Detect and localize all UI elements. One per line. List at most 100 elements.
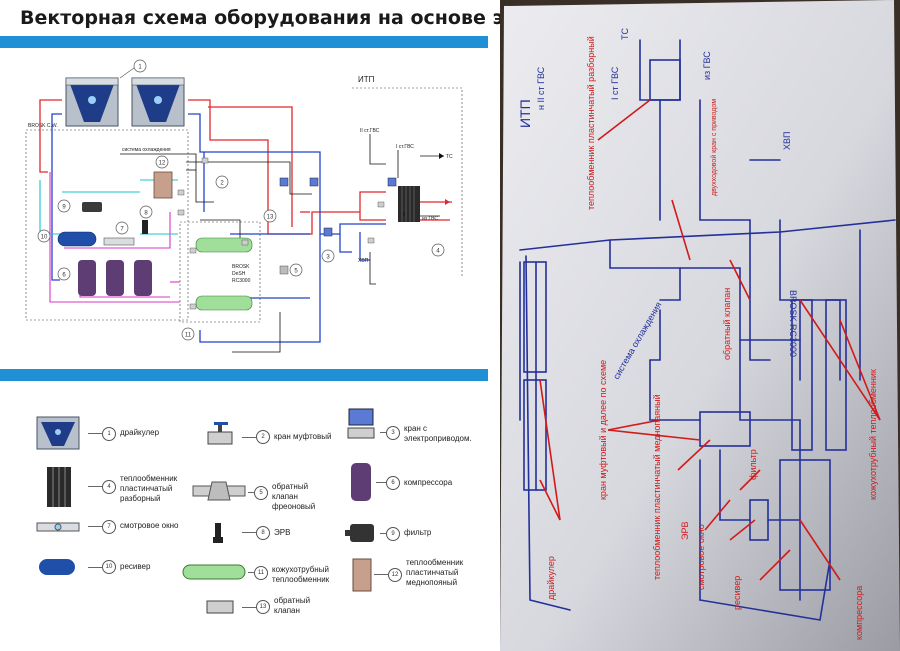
svg-text:из ГВС: из ГВС (702, 51, 712, 80)
compressor-icon (351, 463, 371, 501)
svg-text:ТС: ТС (620, 28, 630, 40)
sight-glass-icon (36, 522, 80, 532)
check-valve-icon (206, 600, 234, 614)
legend-label: обратный клапан фреоновый (272, 482, 316, 511)
legend-num: 1 (102, 427, 116, 441)
legend-label: теплообменник пластинчатый разборный (120, 474, 178, 503)
legend-num: 3 (386, 426, 400, 440)
svg-text:9: 9 (62, 205, 66, 211)
legend-label: фильтр (404, 528, 432, 537)
legend-label: кран с электроприводом. (404, 424, 472, 443)
legend-item-filter: 9 фильтр (344, 522, 431, 549)
callout-8 (139, 205, 153, 219)
legend-label: теплообменник пластинчатый меднопояный (406, 558, 464, 587)
annotation-labels: теплообменник пластинчатый разборный дву… (546, 36, 878, 640)
callout-3 (321, 249, 335, 263)
legend-label: кран муфтовый (274, 432, 332, 441)
svg-text:ЭРВ: ЭРВ (680, 522, 690, 540)
sight-glass-icon (103, 237, 135, 246)
legend-item-drycooler: 1 драйкулер (36, 416, 159, 455)
receiver-icon (39, 559, 75, 575)
svg-text:6: 6 (62, 273, 66, 279)
brosk-unit-label-3: RC3000 (232, 278, 251, 284)
legend-item-compressor: 6 компрессора (350, 462, 452, 507)
svg-text:7: 7 (120, 227, 124, 233)
legend-item-plate-exchanger: 4 теплообменник пластинчатый разборный (46, 466, 177, 513)
svg-text:11: 11 (185, 333, 192, 339)
legend-item-check-valve: 13 обратный клапан (206, 596, 310, 621)
motor-valve-icon (279, 177, 397, 237)
erv-icon (213, 523, 223, 543)
svg-text:I ст ГВС: I ст ГВС (610, 66, 620, 100)
legend-label: ЭРВ (274, 528, 291, 537)
sketch-photo: ИТП н II ст ГВС I ст ГВС ТС из ГВС ХВП с… (500, 0, 900, 651)
legend-item-ball-valve: 2 кран муфтовый (206, 420, 331, 451)
legend-divider-bar (0, 369, 488, 381)
callout-7 (115, 221, 129, 235)
legend-item-erv: 8 ЭРВ (212, 522, 290, 549)
legend-label: драйкулер (120, 428, 160, 437)
legend-item-receiver: 10 ресивер (38, 558, 150, 581)
shell-tube-icon-upper (195, 237, 253, 253)
filter-icon (345, 524, 374, 542)
legend-item-brazed-exchanger: 12 теплообменник пластинчатый меднопояны… (352, 558, 463, 597)
receiver-icon (57, 231, 97, 247)
svg-text:12: 12 (159, 161, 166, 167)
legend-num: 13 (256, 600, 270, 614)
stage2-label: II ст.ГВС (360, 128, 380, 134)
brazed-exchanger-icon (153, 171, 173, 199)
svg-text:10: 10 (41, 235, 48, 241)
legend: 1 драйкулер 4 теплообменник пластинчатый… (0, 398, 490, 651)
callout-9 (57, 199, 71, 213)
callout-13 (263, 209, 277, 223)
itp-pipes (369, 134, 444, 285)
shell-tube-icon (182, 564, 246, 580)
legend-label: смотровое окно (120, 521, 179, 530)
callout-1 (133, 59, 147, 73)
legend-item-motor-valve: 3 кран с электроприводом. (346, 408, 472, 445)
svg-text:4: 4 (436, 249, 440, 255)
svg-text:5: 5 (294, 269, 298, 275)
header-divider-bar (0, 36, 488, 48)
callout-4 (431, 243, 445, 257)
gvs-label: из ГВС (422, 216, 438, 222)
plate-exchanger-icon (47, 467, 71, 507)
svg-text:13: 13 (267, 215, 274, 221)
svg-text:кожухотрубный теплообменник: кожухотрубный теплообменник (868, 369, 878, 500)
svg-text:двухходовой кран с приводом: двухходовой кран с приводом (710, 99, 718, 196)
legend-num: 11 (254, 566, 268, 580)
brazed-exchanger-icon (352, 558, 372, 592)
cold-pipes (51, 113, 386, 343)
callout-12 (155, 155, 169, 169)
legend-num: 10 (102, 560, 116, 574)
tc-label: ТС (446, 154, 453, 160)
legend-num: 4 (102, 480, 116, 494)
cooling-label: система охлаждения (122, 147, 171, 153)
check-valve-freon-icon (192, 481, 246, 501)
legend-item-shell-tube: 11 кожухотрубный теплообменник (182, 562, 329, 587)
vector-schematic: ИТП BROSK C.W. 1 (25, 59, 463, 353)
legend-num: 6 (386, 476, 400, 490)
legend-num: 5 (254, 486, 268, 500)
brosk-unit-boundary (179, 221, 261, 323)
itp-label: ИТП (358, 75, 375, 84)
svg-text:драйкулер: драйкулер (546, 556, 556, 600)
svg-text:н II ст ГВС: н II ст ГВС (536, 66, 546, 110)
svg-text:BROSK RC3000: BROSK RC3000 (788, 290, 798, 357)
callout-2 (215, 175, 229, 189)
callout-11 (181, 327, 195, 341)
legend-num: 9 (386, 527, 400, 541)
brosk-cw-label: BROSK C.W. (28, 123, 58, 129)
annotation-arrows (539, 99, 881, 581)
svg-text:теплообменник пластинчатый мед: теплообменник пластинчатый меднопаяный (652, 394, 662, 580)
callout-5 (289, 263, 303, 277)
legend-num: 8 (256, 526, 270, 540)
callout-10 (37, 229, 51, 243)
svg-text:смотровое окно: смотровое окно (696, 524, 706, 590)
drycooler-icon (65, 77, 185, 127)
svg-text:теплообменник пластинчатый раз: теплообменник пластинчатый разборный (586, 36, 596, 210)
stage1-label: I ст.ГВС (396, 144, 414, 150)
svg-text:8: 8 (144, 211, 148, 217)
check-valve-freon-icon (279, 265, 289, 275)
compressor-icon (78, 260, 152, 296)
